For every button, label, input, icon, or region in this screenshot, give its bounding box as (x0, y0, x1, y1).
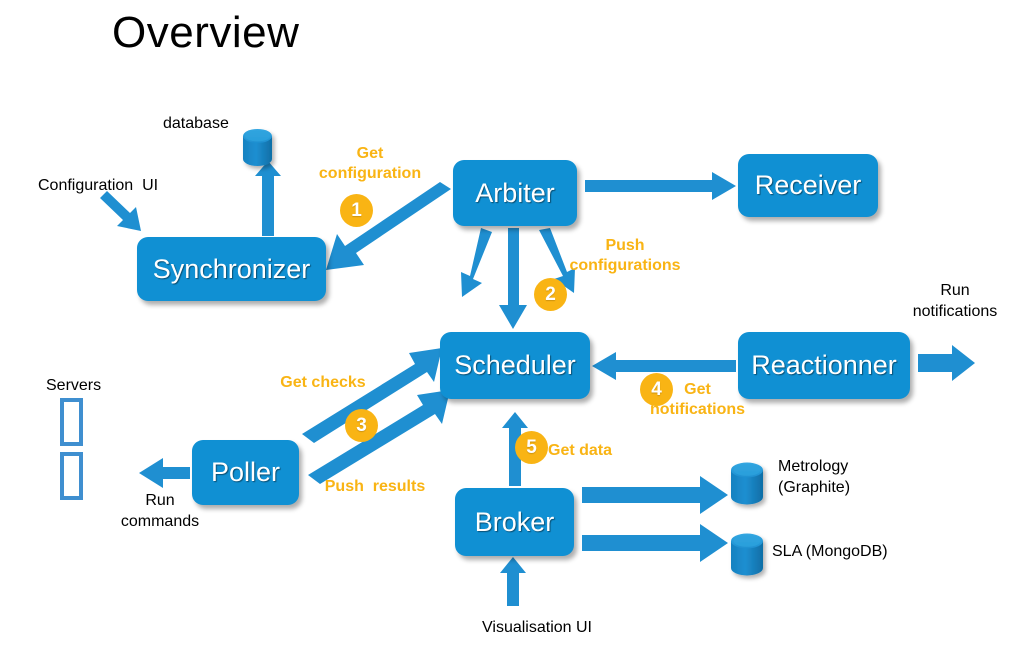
label-configuration-ui: Configuration UI (38, 177, 159, 194)
page-title: Overview (112, 8, 300, 57)
label-run-notifications: Run notifications (912, 282, 998, 320)
arrow-visualisation-ui-to-broker (500, 557, 526, 606)
step-badge-2: 2 (534, 278, 567, 311)
node-receiver[interactable]: Receiver (738, 154, 878, 217)
step-badge-3: 3 (345, 409, 378, 442)
arrow-broker-to-metrology (582, 476, 728, 514)
step-badge-1: 1 (340, 194, 373, 227)
arrow-arbiter-fan-right (539, 228, 575, 293)
sla-cylinder-icon (731, 533, 763, 576)
label-metrology: Metrology (Graphite) (778, 458, 851, 496)
step-badge-4: 4 (640, 373, 673, 406)
arrow-poller-get-checks (302, 348, 442, 443)
node-poller[interactable]: Poller (192, 440, 299, 505)
step-badge-5: 5 (515, 431, 548, 464)
node-reactionner[interactable]: Reactionner (738, 332, 910, 399)
label-servers: Servers (46, 377, 102, 394)
step-label-get-data: Get data (548, 442, 613, 459)
arrow-broker-to-sla (582, 524, 728, 562)
server-rect-2 (60, 452, 83, 500)
metrology-cylinder-icon (731, 462, 763, 505)
label-sla: SLA (MongoDB) (772, 543, 888, 560)
arrow-arbiter-to-synchronizer (326, 182, 451, 270)
step-label-get-notifications: Get notifications (649, 381, 746, 418)
step-label-get-checks: Get checks (280, 374, 366, 391)
arrow-poller-to-servers (139, 458, 190, 488)
step-label-push-results: Push results (324, 478, 426, 495)
server-rect-1 (60, 398, 83, 446)
arrow-synchronizer-to-database (255, 161, 281, 236)
node-arbiter[interactable]: Arbiter (453, 160, 577, 226)
label-database: database (163, 115, 229, 132)
arrow-poller-push-results (308, 390, 450, 484)
database-cylinder-icon (243, 129, 272, 166)
label-visualisation-ui: Visualisation UI (482, 619, 592, 636)
arrow-arbiter-to-receiver (585, 172, 736, 200)
label-run-commands: Run commands (120, 492, 200, 530)
arrow-arbiter-to-scheduler (499, 228, 527, 329)
arrow-reactionner-run-notifications (918, 345, 975, 381)
step-label-get-configuration: Get configuration (318, 145, 422, 182)
node-synchronizer[interactable]: Synchronizer (137, 237, 326, 301)
step-label-push-configurations: Push configurations (569, 237, 681, 274)
node-broker[interactable]: Broker (455, 488, 574, 556)
node-scheduler[interactable]: Scheduler (440, 332, 590, 399)
arrow-arbiter-fan-left (461, 228, 492, 297)
arrow-configuration-ui-to-synchronizer (100, 191, 141, 231)
arrow-reactionner-to-scheduler (592, 352, 736, 380)
